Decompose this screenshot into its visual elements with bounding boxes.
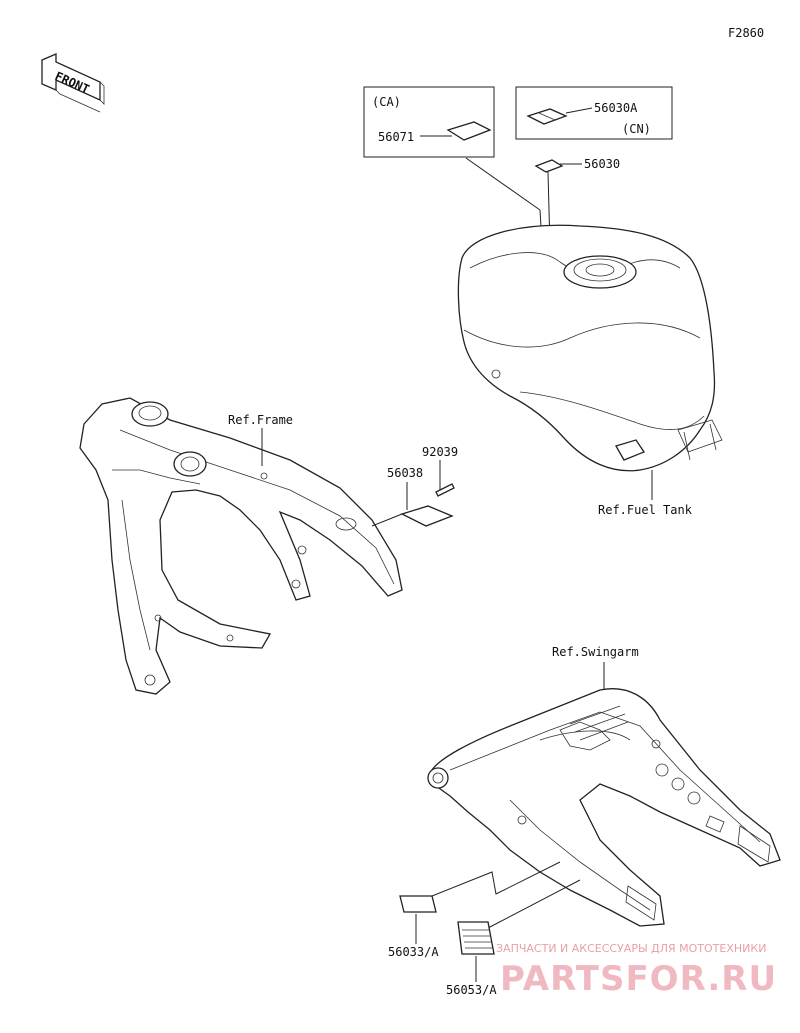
- fuel-tank: [457, 224, 723, 472]
- cn-region-box: [515, 86, 673, 140]
- callout-56071: 56071: [378, 130, 414, 144]
- callout-56038: 56038: [387, 466, 423, 480]
- figure-code: F2860: [728, 26, 764, 40]
- front-arrow-icon: FRONT: [41, 53, 105, 113]
- ca-box-label: (CA): [372, 95, 401, 109]
- callout-92039: 92039: [422, 445, 458, 459]
- label-decal-56030: [534, 159, 564, 173]
- callout-56030A: 56030A: [594, 101, 638, 115]
- label-56033: [399, 895, 437, 913]
- cn-box-label: (CN): [622, 122, 651, 136]
- ref-swingarm: Ref.Swingarm: [552, 645, 639, 659]
- clamp-band-92039: [435, 483, 455, 497]
- swingarm: [427, 688, 781, 927]
- label-56053: [457, 921, 495, 955]
- watermark-brand: PARTSFOR.RU: [500, 959, 777, 999]
- callout-56033: 56033/A: [388, 945, 439, 959]
- callout-56053: 56053/A: [446, 983, 497, 997]
- ref-frame: Ref.Frame: [228, 413, 293, 427]
- label-56038: [371, 505, 454, 527]
- frame: [79, 397, 403, 695]
- ref-fuel-tank: Ref.Fuel Tank: [598, 503, 693, 517]
- label-decal-56030A: [526, 108, 568, 125]
- ca-region-box: [363, 86, 495, 158]
- watermark-tagline: ЗАПЧАСТИ И АКСЕССУАРЫ ДЛЯ МОТОТЕХНИКИ: [496, 942, 766, 955]
- callout-56030: 56030: [584, 157, 620, 171]
- label-decal-56071: [446, 121, 492, 141]
